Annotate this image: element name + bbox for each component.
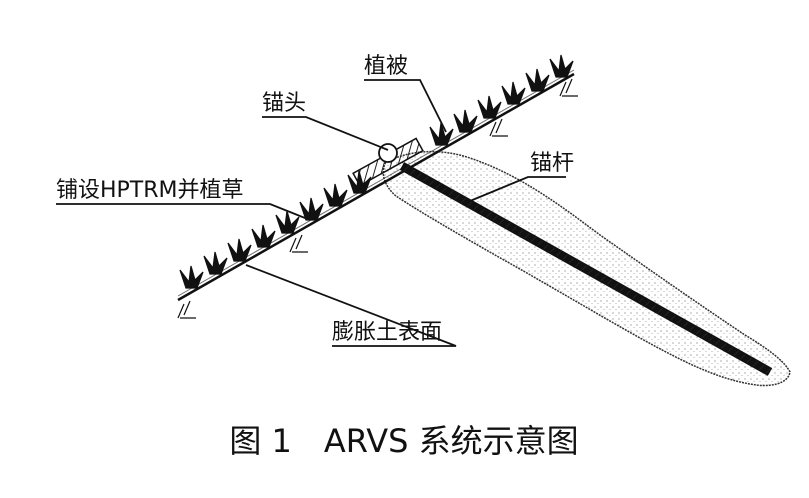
ground-hatch (177, 78, 578, 319)
label-vegetation: 植被 (364, 54, 408, 79)
grass-tufts (179, 54, 574, 289)
label-hptrm: 铺设HPTRM并植草 (56, 178, 244, 203)
figure-caption: 图 1 ARVS 系统示意图 (229, 422, 578, 460)
leader-lines (56, 79, 566, 347)
label-anchor-head: 锚头 (262, 91, 306, 116)
slope-surface-line (177, 72, 575, 302)
label-anchor-rod: 锚杆 (530, 151, 574, 176)
label-soil-surface: 膨胀土表面 (332, 320, 442, 345)
anchor-head (352, 137, 424, 187)
